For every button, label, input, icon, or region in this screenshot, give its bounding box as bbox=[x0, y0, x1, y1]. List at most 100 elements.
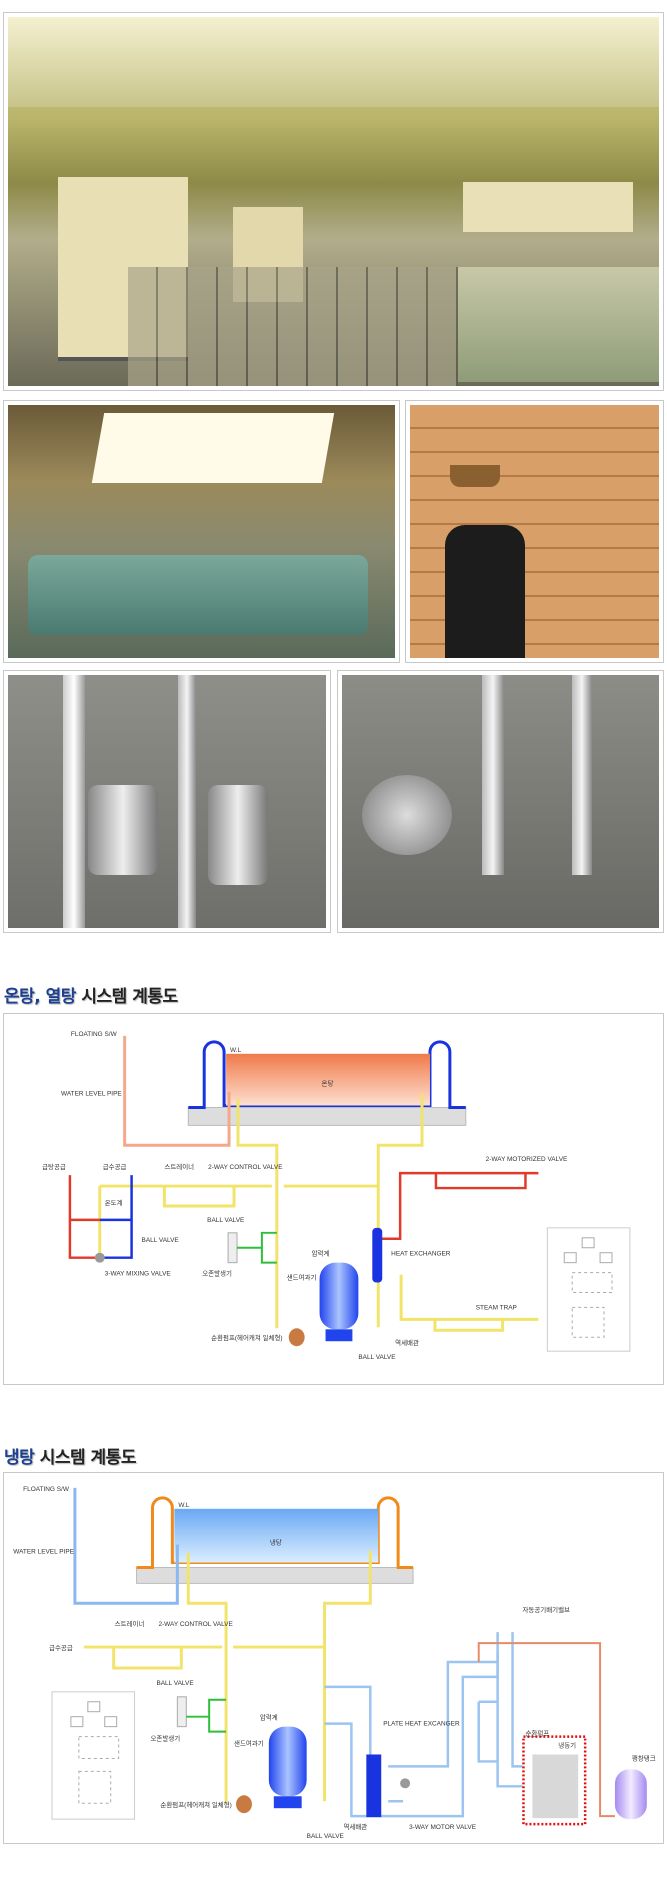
sand-filter bbox=[268, 1726, 307, 1797]
label-mixing-valve: 3-WAY MIXING VALVE bbox=[105, 1271, 172, 1278]
label-circ-pump: 순환펌프 bbox=[525, 1729, 549, 1738]
label-backwash: 역세배관 bbox=[395, 1338, 419, 1347]
pump bbox=[288, 1328, 305, 1347]
heading-accent: 온탕, 열탕 bbox=[4, 987, 76, 1007]
label-plate-hx: PLATE HEAT EXCANGER bbox=[383, 1721, 460, 1728]
warm-system-svg: W.L 온탕 FLOATING S/W WATER LEVEL PIPE 급탕공… bbox=[42, 1031, 631, 1361]
label-ball-valve-2: BALL VALVE bbox=[142, 1237, 180, 1244]
water-level-pipe bbox=[73, 1487, 179, 1605]
control-panel bbox=[51, 1691, 136, 1820]
cold-system-svg: W.L 냉탕 FLOATING S/W WATER LEVEL PIPE 급수공… bbox=[13, 1486, 656, 1840]
sauna-stove bbox=[445, 525, 525, 658]
diagram-warm-system: W.L 온탕 FLOATING S/W WATER LEVEL PIPE 급탕공… bbox=[3, 1013, 664, 1385]
photo-hot-pool bbox=[3, 400, 400, 663]
steam-pipe bbox=[378, 1171, 539, 1241]
pool-base bbox=[136, 1566, 414, 1584]
control-panel bbox=[546, 1227, 631, 1352]
label-pool: 온탕 bbox=[322, 1079, 334, 1088]
label-ozone: 오존발생기 bbox=[202, 1269, 232, 1278]
label-sand-filter: 샌드여과기 bbox=[287, 1273, 317, 1282]
water-level-pipe bbox=[123, 1035, 231, 1147]
label-motorized-valve: 2-WAY MOTORIZED VALVE bbox=[486, 1156, 568, 1163]
section-heading-cold: 냉탕 시스템 계통도 bbox=[4, 1443, 136, 1468]
ozone-generator bbox=[227, 1232, 238, 1264]
ozone-generator bbox=[176, 1696, 187, 1728]
heat-exchanger bbox=[372, 1227, 383, 1283]
label-floating-sw: FLOATING S/W bbox=[23, 1486, 70, 1493]
label-strainer: 스트레이너 bbox=[164, 1162, 194, 1171]
cold-supply-pipe bbox=[99, 1175, 133, 1259]
label-wl: W.L bbox=[230, 1047, 242, 1054]
label-cold-supply: 급수공급 bbox=[49, 1644, 73, 1652]
pump bbox=[236, 1795, 252, 1814]
circulation-pipes bbox=[98, 1093, 539, 1332]
sauna-bucket bbox=[450, 465, 500, 487]
label-hot-supply: 급탕공급 bbox=[42, 1162, 66, 1171]
hot-supply-pipe bbox=[68, 1175, 100, 1259]
pipe bbox=[63, 675, 85, 928]
mixing-valve bbox=[94, 1252, 105, 1263]
pool-water bbox=[226, 1053, 430, 1106]
expansion-tank bbox=[614, 1769, 647, 1820]
chiller bbox=[532, 1754, 579, 1819]
label-chiller: 냉동기 bbox=[558, 1741, 576, 1750]
pool-base bbox=[187, 1106, 467, 1126]
label-pressure-gauge: 압력계 bbox=[312, 1249, 330, 1258]
label-water-level-pipe: WATER LEVEL PIPE bbox=[13, 1549, 74, 1556]
pump bbox=[362, 775, 452, 855]
heading-rest: 시스템 계통도 bbox=[34, 1448, 137, 1468]
label-strainer: 스트레이너 bbox=[115, 1619, 145, 1628]
section-heading-warm: 온탕, 열탕 시스템 계통도 bbox=[4, 982, 178, 1007]
label-pump: 순환펌프(헤어캐쳐 일체형) bbox=[211, 1333, 282, 1342]
panel-switches bbox=[563, 1237, 613, 1338]
pool-water bbox=[458, 267, 659, 382]
expansion-line bbox=[477, 1642, 615, 1818]
filter-tank bbox=[88, 785, 158, 875]
sand-filter bbox=[319, 1262, 359, 1330]
label-floating-sw: FLOATING S/W bbox=[71, 1031, 118, 1038]
label-steam-trap: STEAM TRAP bbox=[476, 1304, 517, 1311]
label-ball-valve-2: BALL VALVE bbox=[307, 1833, 345, 1840]
pipe bbox=[572, 675, 592, 875]
tile-floor bbox=[128, 267, 458, 386]
circulation-pipes bbox=[83, 1550, 372, 1803]
ozone-pipe bbox=[186, 1698, 227, 1733]
heading-rest: 시스템 계통도 bbox=[75, 987, 178, 1007]
photo-bathhouse-showers bbox=[3, 12, 664, 391]
plate-heat-exchanger bbox=[366, 1754, 382, 1818]
photo-pump-equipment bbox=[337, 670, 664, 933]
pipe bbox=[178, 675, 196, 928]
label-ball-valve-1: BALL VALVE bbox=[207, 1217, 245, 1224]
label-wl: W.L bbox=[178, 1502, 190, 1509]
label-control-valve: 2-WAY CONTROL VALVE bbox=[208, 1164, 283, 1171]
label-ball-valve-1: BALL VALVE bbox=[156, 1680, 194, 1687]
label-ozone: 오존발생기 bbox=[150, 1734, 180, 1743]
ozone-pipe bbox=[237, 1231, 277, 1264]
pool-water bbox=[174, 1508, 379, 1563]
label-cold-supply: 급수공급 bbox=[103, 1163, 127, 1171]
filter-tank bbox=[208, 785, 268, 885]
ceiling bbox=[8, 17, 659, 107]
label-air-vent: 자동공기배기밸브 bbox=[522, 1605, 570, 1614]
label-motor-valve: 3-WAY MOTOR VALVE bbox=[409, 1824, 477, 1831]
pipe bbox=[482, 675, 504, 875]
label-water-level-pipe: WATER LEVEL PIPE bbox=[61, 1091, 122, 1098]
motor-valve bbox=[400, 1778, 411, 1789]
photo-sauna bbox=[405, 400, 664, 663]
label-expansion-tank: 팽창탱크 bbox=[632, 1753, 656, 1762]
label-sand-filter: 샌드여과기 bbox=[234, 1739, 264, 1748]
label-heat-exchanger: HEAT EXCHANGER bbox=[391, 1251, 451, 1258]
photo-filter-equipment bbox=[3, 670, 331, 933]
label-thermometer: 온도계 bbox=[105, 1198, 123, 1207]
heading-accent: 냉탕 bbox=[4, 1448, 35, 1468]
label-control-valve: 2-WAY CONTROL VALVE bbox=[158, 1621, 233, 1628]
filter-stand bbox=[325, 1329, 353, 1342]
label-backwash: 역세배관 bbox=[343, 1822, 367, 1831]
pool-water bbox=[28, 555, 368, 635]
label-ball-valve-3: BALL VALVE bbox=[358, 1354, 396, 1361]
skylight bbox=[91, 413, 335, 483]
label-pool: 냉탕 bbox=[270, 1538, 282, 1547]
shower-partition bbox=[463, 182, 633, 232]
label-pump: 순환펌프(헤어캐쳐 일체형) bbox=[160, 1800, 231, 1809]
diagram-cold-system: W.L 냉탕 FLOATING S/W WATER LEVEL PIPE 급수공… bbox=[3, 1472, 664, 1844]
